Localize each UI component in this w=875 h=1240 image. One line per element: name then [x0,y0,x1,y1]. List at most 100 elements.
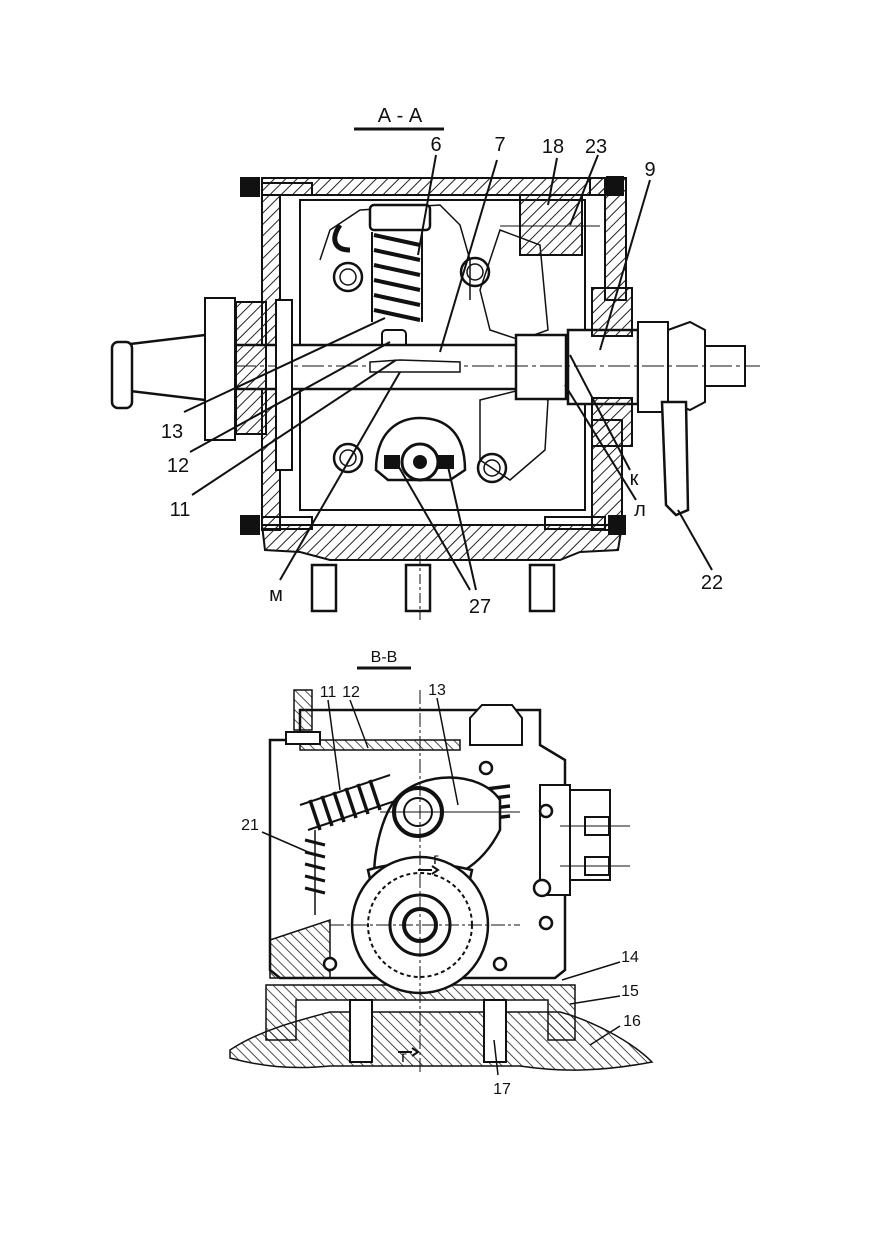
spring-cap [368,203,432,232]
label-22: 22 [701,572,723,594]
label-b15: 15 [621,983,639,1000]
label-23: 23 [585,136,607,158]
shaft-hub [637,321,669,413]
arrow-g-top [418,865,440,875]
label-11: 11 [170,499,191,521]
leader-7 [439,159,498,353]
bolt-tl [261,182,313,196]
bolt-head-bl [240,515,260,535]
leader-b15 [569,995,621,1005]
hole-2 [459,256,491,288]
label-g-bottom: г [401,1049,407,1066]
shaft-collar [514,333,568,401]
adjust-screw [293,689,313,731]
leader-b11 [327,699,341,791]
label-b13: 13 [428,682,446,699]
leader-27b [446,461,477,591]
spring-clip [332,223,351,253]
hole-3 [332,442,364,474]
spring-12-edge-bottom [307,799,399,831]
adjust-screw-nut [285,731,321,745]
lever-body [660,400,690,517]
leader-22 [677,509,713,571]
label-b12: 12 [342,684,360,701]
screw-2 [538,803,554,819]
label-b17: 17 [493,1081,511,1098]
screw-5 [322,956,338,972]
label-12: 12 [167,455,189,477]
label-18: 18 [542,136,564,158]
bolt-br [544,516,606,530]
leader-b13 [436,697,459,806]
label-b14: 14 [621,949,639,966]
label-9: 9 [644,159,655,181]
label-g-top: г [433,851,439,868]
corner-bolts [240,176,626,535]
label-l: л [634,499,646,521]
label-b16: 16 [623,1013,641,1030]
bolt-head-tr [606,176,624,196]
left-bearing [235,301,267,435]
leaders-b-b [261,697,621,1076]
leader-k [569,354,631,471]
leader-11 [191,359,397,496]
left-flange [204,297,236,441]
label-k: к [630,468,639,490]
leader-m [279,371,401,581]
leader-l [564,384,637,501]
hole-3-inner [339,449,357,467]
post-left [349,999,373,1063]
leader-9 [599,179,651,351]
label-27: 27 [469,596,491,618]
label-b11: 11 [320,684,337,701]
spring-21 [304,830,326,915]
stud-1 [310,563,338,613]
spring-12-edge-top [299,774,391,806]
right-seal-top [591,287,633,337]
inner-cavity [299,199,586,511]
label-6: 6 [430,134,441,156]
hole-4 [476,452,508,484]
hole-4-inner [483,459,501,477]
leader-27a [395,461,471,591]
leader-12 [189,341,391,453]
screw-1 [478,760,494,776]
cam-lug-right [438,455,454,469]
screw-4 [538,915,554,931]
side-block [539,784,571,896]
label-m: м [269,584,283,606]
shaft-slot [369,359,461,373]
leader-b12 [349,699,369,749]
top-nut [469,704,523,746]
leader-b16 [589,1025,621,1046]
leader-13 [183,317,386,413]
leader-b21 [261,831,309,853]
cam-center [413,455,427,469]
leader-b14 [561,961,621,981]
hole-1 [332,261,364,293]
section-a-a-title: А - А [378,105,423,127]
handle-knob [110,340,134,410]
mount-base [229,1011,654,1071]
leader-23 [569,154,599,226]
section-a-a: А - А [110,105,760,620]
leaders-a-a [183,154,713,591]
label-13: 13 [161,421,183,443]
stud-2 [404,563,432,613]
housing-hatch-left [269,918,331,979]
screw-3 [532,878,552,898]
leader-6 [417,154,437,256]
label-b21: 21 [241,817,259,834]
bolt-head-tl [240,177,260,197]
hole-2-inner [466,263,484,281]
post-right [483,999,507,1063]
hole-1-inner [339,268,357,286]
leader-18 [547,157,558,206]
spring-assembly [332,203,432,355]
arrow-g-bottom [398,1047,420,1057]
spring-12 [299,774,399,831]
bolt-18-body [519,194,583,256]
spring-coils [373,233,421,322]
